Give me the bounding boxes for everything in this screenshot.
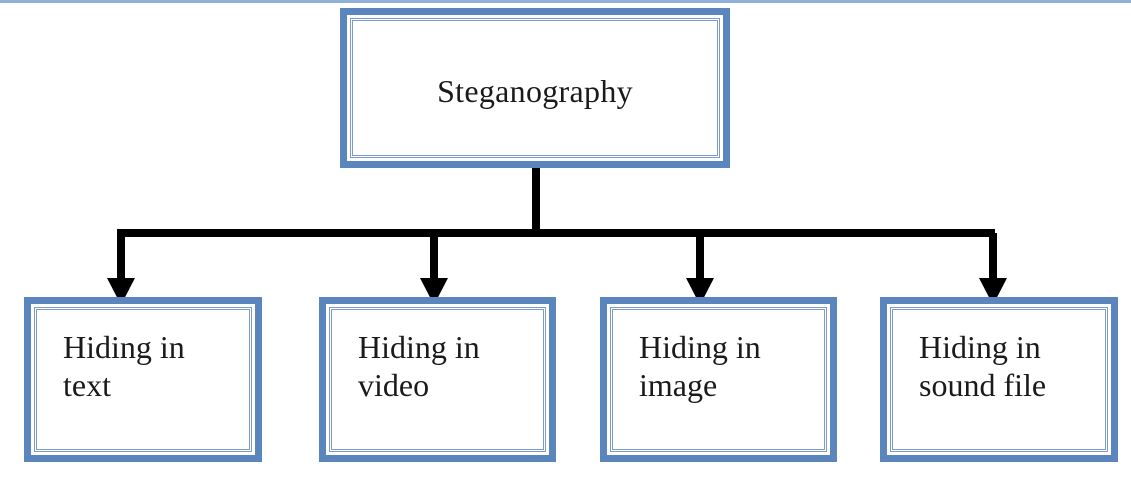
child-node-sound: Hiding in sound file xyxy=(880,297,1118,462)
child-node-inner-border xyxy=(610,307,827,452)
arrowhead-image xyxy=(686,278,714,305)
root-node-steganography: Steganography xyxy=(340,8,730,168)
child-node-image: Hiding in image xyxy=(600,297,837,462)
arrowhead-text xyxy=(107,278,135,305)
child-node-video: Hiding in video xyxy=(319,297,556,462)
root-node-label: Steganography xyxy=(437,73,633,109)
child-node-label-text: Hiding in text xyxy=(63,329,185,403)
child-node-inner-border xyxy=(34,307,252,452)
root-node-inner-border xyxy=(350,18,720,158)
arrowhead-video xyxy=(420,278,448,305)
child-node-inner-border xyxy=(329,307,546,452)
child-node-label-image: Hiding in image xyxy=(639,329,761,403)
top-rule xyxy=(0,0,1131,3)
arrowhead-sound xyxy=(979,278,1007,305)
child-node-text: Hiding in text xyxy=(24,297,262,462)
child-node-label-sound: Hiding in sound file xyxy=(919,329,1047,403)
child-node-inner-border xyxy=(890,307,1108,452)
child-node-label-video: Hiding in video xyxy=(358,329,480,403)
